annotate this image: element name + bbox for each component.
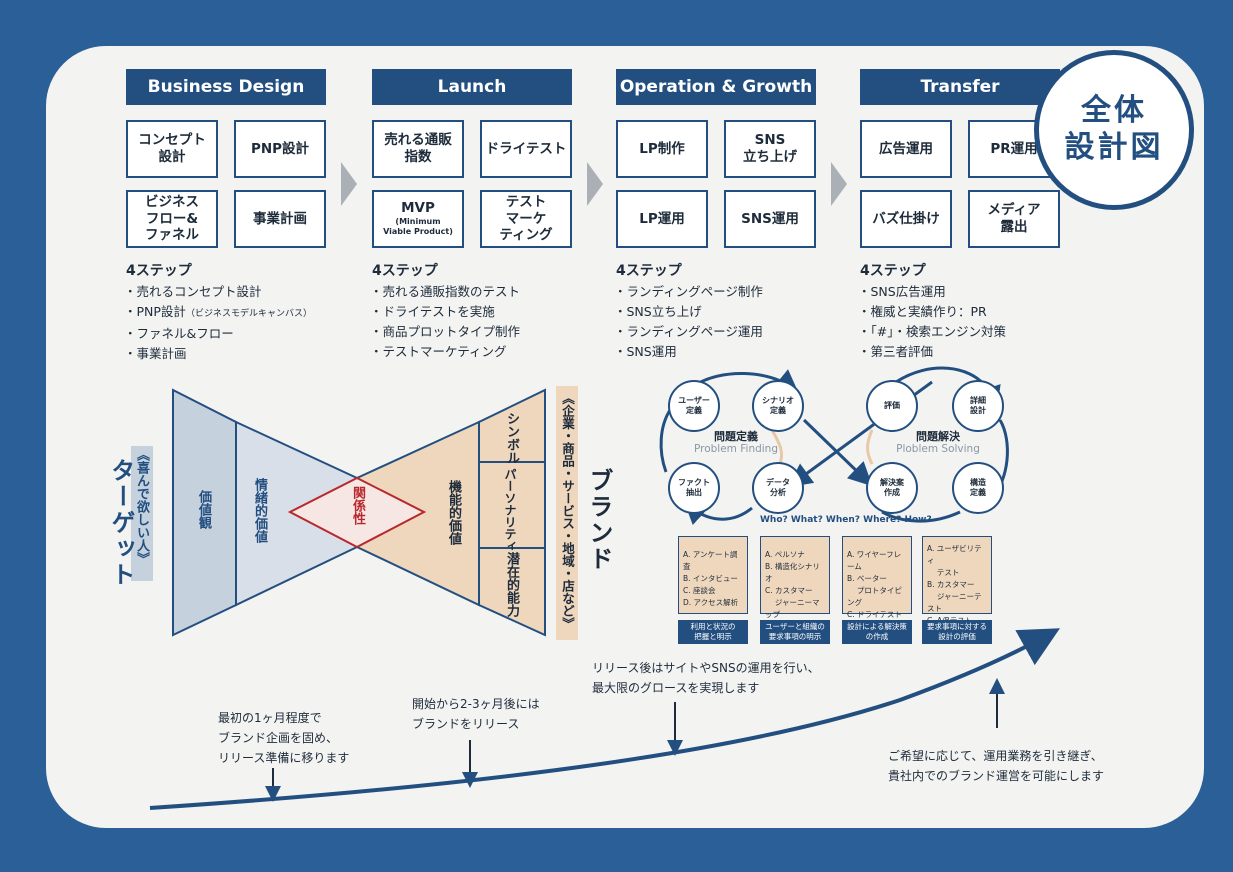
badge-line-2: 設計図 [1064,130,1164,165]
brand-title: ブランド [585,468,613,572]
steps-title-2: 4ステップ [372,263,438,279]
problem-finding-label: 問題定義 Problem Finding [676,430,796,456]
target-title: ターゲット [107,458,135,588]
label-functional-value: 機能的価値 [446,480,461,545]
method-label-2: ユーザーと組織の 要求事項の明示 [760,620,830,644]
overall-design-badge: 全体 設計図 [1034,50,1194,210]
box-buzz: バズ仕掛け [860,190,952,248]
node-structure-definition: 構造 定義 [952,462,1004,514]
problem-finding-title: 問題定義 [714,430,758,443]
label-relationship: 関係性 [350,486,365,525]
brand-subtitle: 《企業・商品・サービス・地域・店など》 [560,392,575,630]
node-fact-extraction: ファクト 抽出 [668,462,720,514]
list-item: ・SNS運用 [614,344,677,359]
box-business-flow-funnel: ビジネス フロー& ファネル [126,190,218,248]
question-text: Who? What? When? Where? How? [760,515,932,525]
mvp-title: MVP [401,200,435,217]
timeline-note-2: 開始から2-3ヶ月後には ブランドをリリース [412,697,540,731]
chevron-right-icon [341,162,357,206]
node-data-analysis: データ 分析 [752,462,804,514]
phase-header-launch: Launch [372,69,572,105]
list-item: ・売れるコンセプト設計 [124,284,262,299]
list-item: ・SNS立ち上げ [614,304,702,319]
phase-header-operation-growth: Operation & Growth [616,69,816,105]
steps-list-3: ・ランディングページ制作 ・SNS立ち上げ ・ランディングページ運用 ・SNS運… [614,282,763,362]
steps-list-2: ・売れる通販指数のテスト ・ドライテストを実施 ・商品プロットタイプ制作 ・テス… [370,282,520,362]
phase-header-business-design: Business Design [126,69,326,105]
label-symbol: シンボル [504,412,519,464]
list-item: ・「#」・検索エンジン対策 [858,324,1006,339]
box-lp-production: LP制作 [616,120,708,178]
node-user-definition: ユーザー 定義 [668,380,720,432]
box-media-exposure: メディア 露出 [968,190,1060,248]
timeline-note-4: ご希望に応じて、運用業務を引き継ぎ、 貴社内でのブランド運営を可能にします [888,749,1105,783]
box-lp-operation: LP運用 [616,190,708,248]
list-item: ・ランディングページ制作 [614,284,763,299]
box-sns-operation: SNS運用 [724,190,816,248]
timeline-note-1: 最初の1ヶ月程度で ブランド企画を固め、 リリース準備に移ります [218,711,350,765]
list-item: ・ドライテストを実施 [370,304,495,319]
list-item: ・第三者評価 [858,344,934,359]
steps-list-1: ・売れるコンセプト設計 ・PNP設計（ビジネスモデルキャンバス） ・ファネル&フ… [124,282,312,364]
problem-solving-label: 問題解決 Ploblem Solving [874,430,1002,456]
timeline-note-3: リリース後はサイトやSNSの運用を行い、 最大限のグロースを実現します [592,661,820,695]
label-values: 価値観 [196,490,211,529]
label-personality: パーソナリティ [503,468,517,552]
list-item: ・PNP設計（ビジネスモデルキャンバス） [124,304,312,319]
phase-header-transfer: Transfer [860,69,1060,105]
method-card-3: A. ワイヤーフレーム B. ベーター プロトタイピング C. ドライテスト [842,536,912,619]
list-item: ・SNS広告運用 [858,284,946,299]
node-evaluation: 評価 [866,380,918,432]
card-items: A. アンケート調査 B. インタビュー C. 座談会 D. アクセス解析 [683,550,739,607]
box-pnp-design: PNP設計 [234,120,326,178]
target-subtitle: 《喜んで欲しい人》 [134,448,149,565]
method-card-2: A. ペルソナ B. 構造化シナリオ C. カスタマー ジャーニーマップ [760,536,830,619]
box-sns-launch: SNS 立ち上げ [724,120,816,178]
node-solution-creation: 解決案 作成 [866,462,918,514]
steps-note: （ビジネスモデルキャンバス） [185,309,312,319]
list-item: ・商品プロットタイプ制作 [370,324,521,339]
problem-solving-sub: Ploblem Solving [896,443,980,456]
box-dry-test: ドライテスト [480,120,572,178]
label-emotional-value: 情緒的価値 [252,478,267,543]
list-item: ・ランディングページ運用 [614,324,763,339]
box-concept-design: コンセプト 設計 [126,120,218,178]
method-label-4: 要求事項に対する 設計の評価 [922,620,992,644]
box-test-marketing: テスト マーケ ティング [480,190,572,248]
steps-title-4: 4ステップ [860,263,926,279]
problem-finding-sub: Problem Finding [693,443,778,456]
list-item: ・ファネル&フロー [124,326,234,341]
list-item: ・事業計画 [124,346,187,361]
method-label-1: 利用と状況の 把握と明示 [678,620,748,644]
method-card-4: A. ユーザビリティ テスト B. カスタマー ジャーニーテスト C. A/Bテ… [922,536,992,625]
list-item: ・売れる通販指数のテスト [370,284,521,299]
card-items: A. ユーザビリティ テスト B. カスタマー ジャーニーテスト C. A/Bテ… [927,544,982,625]
node-detailed-design: 詳細 設計 [952,380,1004,432]
list-item: ・権威と実績作り：PR [858,304,987,319]
mvp-subtitle: (Minimum Viable Product) [383,217,453,237]
badge-line-1: 全体 [1081,93,1147,129]
box-mvp: MVP (Minimum Viable Product) [372,190,464,248]
steps-list-4: ・SNS広告運用 ・権威と実績作り：PR ・「#」・検索エンジン対策 ・第三者評… [858,282,1006,362]
label-latent-ability: 潜在的能力 [504,552,519,617]
node-scenario-definition: シナリオ 定義 [752,380,804,432]
box-sales-index: 売れる通販 指数 [372,120,464,178]
box-business-plan: 事業計画 [234,190,326,248]
chevron-right-icon [831,162,847,206]
chevron-right-icon [587,162,603,206]
list-item: ・テストマーケティング [370,344,507,359]
problem-solving-title: 問題解決 [916,430,960,443]
steps-title-1: 4ステップ [126,263,192,279]
card-items: A. ペルソナ B. 構造化シナリオ C. カスタマー ジャーニーマップ [765,550,820,619]
card-items: A. ワイヤーフレーム B. ベーター プロトタイピング C. ドライテスト [847,550,902,619]
steps-title-3: 4ステップ [616,263,682,279]
method-card-1: A. アンケート調査 B. インタビュー C. 座談会 D. アクセス解析 [678,536,748,614]
box-ad-operation: 広告運用 [860,120,952,178]
method-label-3: 設計による解決策 の作成 [842,620,912,644]
